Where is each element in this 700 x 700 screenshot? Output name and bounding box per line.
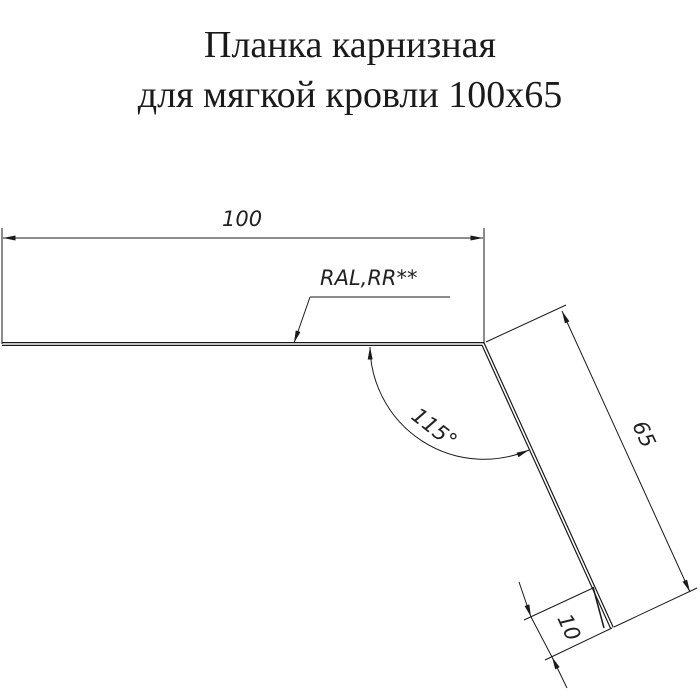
dimension-10 xyxy=(518,581,613,689)
dimension-10-label: 10 xyxy=(552,610,585,644)
angle-arc xyxy=(367,346,530,460)
dimension-100-label: 100 xyxy=(222,207,262,231)
angle-label: 115° xyxy=(407,403,462,453)
coating-label: RAL,RR** xyxy=(320,266,418,290)
dimension-65 xyxy=(485,304,698,628)
dimension-100 xyxy=(1,228,485,344)
title-line-1: Планка карнизная xyxy=(204,24,496,66)
title-line-2: для мягкой кровли 100x65 xyxy=(137,74,563,116)
dimension-65-label: 65 xyxy=(627,417,660,451)
coating-leader xyxy=(293,296,450,344)
